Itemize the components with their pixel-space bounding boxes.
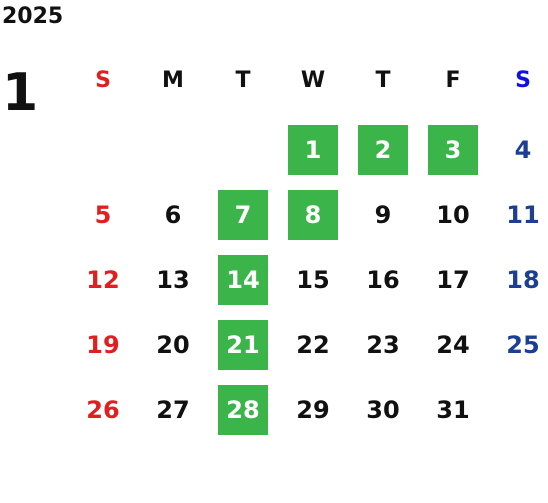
calendar-day[interactable]: 5 [94, 201, 112, 229]
calendar-day-highlighted[interactable]: 3 [428, 125, 478, 175]
calendar-day[interactable]: 11 [506, 201, 540, 229]
calendar-day[interactable]: 19 [86, 331, 120, 359]
calendar-day[interactable]: 15 [296, 266, 330, 294]
weekday-header: T [375, 67, 391, 93]
calendar-day[interactable]: 26 [86, 396, 120, 424]
calendar-day[interactable]: 17 [436, 266, 470, 294]
month-number: 1 [2, 63, 39, 123]
calendar-day[interactable]: 18 [506, 266, 540, 294]
calendar-day[interactable]: 13 [156, 266, 190, 294]
weekday-header: F [445, 67, 461, 93]
weekday-header: W [300, 67, 326, 93]
calendar-day-highlighted[interactable]: 1 [288, 125, 338, 175]
calendar-day-highlighted[interactable]: 21 [218, 320, 268, 370]
calendar-day[interactable]: 30 [366, 396, 400, 424]
calendar-day[interactable]: 24 [436, 331, 470, 359]
calendar-day[interactable]: 25 [506, 331, 540, 359]
calendar-day[interactable]: 9 [374, 201, 392, 229]
calendar-day[interactable]: 29 [296, 396, 330, 424]
calendar-day-highlighted[interactable]: 28 [218, 385, 268, 435]
weekday-header: T [235, 67, 251, 93]
calendar-day[interactable]: 12 [86, 266, 120, 294]
calendar-day-highlighted[interactable]: 7 [218, 190, 268, 240]
year-label: 2025 [2, 4, 64, 29]
calendar-day[interactable]: 22 [296, 331, 330, 359]
calendar-day[interactable]: 23 [366, 331, 400, 359]
calendar-day[interactable]: 4 [514, 136, 532, 164]
calendar-day[interactable]: 20 [156, 331, 190, 359]
calendar-day-highlighted[interactable]: 8 [288, 190, 338, 240]
weekday-header: S [515, 67, 531, 93]
calendar-day[interactable]: 31 [436, 396, 470, 424]
calendar-day-highlighted[interactable]: 2 [358, 125, 408, 175]
weekday-header: S [95, 67, 111, 93]
calendar-day-highlighted[interactable]: 14 [218, 255, 268, 305]
calendar-day[interactable]: 27 [156, 396, 190, 424]
calendar-day[interactable]: 10 [436, 201, 470, 229]
calendar-day[interactable]: 6 [164, 201, 182, 229]
calendar-day[interactable]: 16 [366, 266, 400, 294]
weekday-header: M [162, 67, 184, 93]
